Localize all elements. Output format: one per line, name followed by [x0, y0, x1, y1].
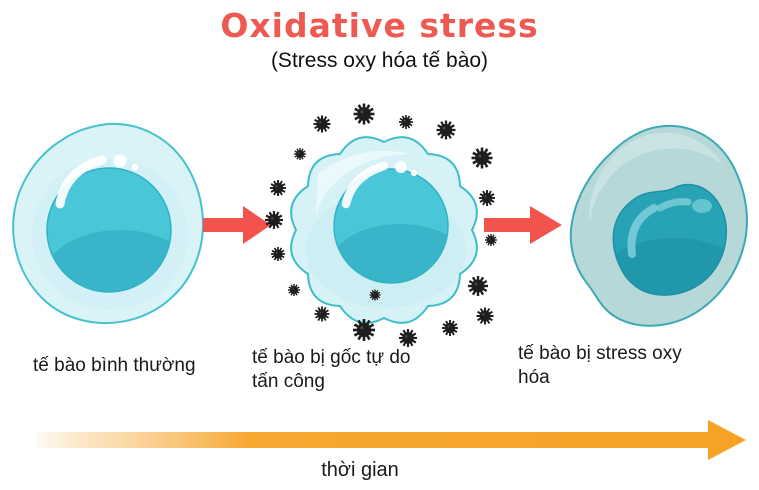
attacked-cell-illustration [263, 102, 498, 349]
cytoplasm-highlight [589, 132, 724, 222]
nucleus-highlight-dot [131, 163, 139, 171]
page-subtitle: (Stress oxy hóa tế bào) [270, 49, 489, 72]
arrow-right-icon [203, 206, 271, 244]
normal-cell-label: tế bào bình thường [33, 355, 196, 376]
nucleus-highlight [341, 161, 389, 209]
timeline-arrow-icon [36, 420, 746, 460]
nucleus-highlight [656, 198, 692, 212]
nucleus [47, 168, 171, 292]
normal-cell-illustration [12, 122, 204, 324]
attacked-cell-label: tế bào bị gốc tự do tấn công [252, 347, 411, 393]
page-title: Oxidative stress [220, 6, 539, 45]
nucleus-highlight-dot [395, 161, 407, 173]
nucleus-shading [613, 238, 727, 296]
cytoplasm-highlight [316, 150, 410, 216]
nucleus-highlight [627, 204, 658, 258]
stressed-cell-label: tế bào bị stress oxy hóa [518, 343, 682, 389]
nucleus-highlight-dot [113, 154, 127, 168]
nucleus-highlight [55, 155, 107, 209]
stressed-cell-illustration [569, 124, 748, 327]
timeline-label: thời gian [321, 459, 399, 481]
nucleus-highlight-dot [410, 169, 418, 177]
nucleus-highlight-dot [692, 199, 712, 213]
arrow-right-icon [484, 206, 562, 244]
nucleus [334, 169, 448, 283]
